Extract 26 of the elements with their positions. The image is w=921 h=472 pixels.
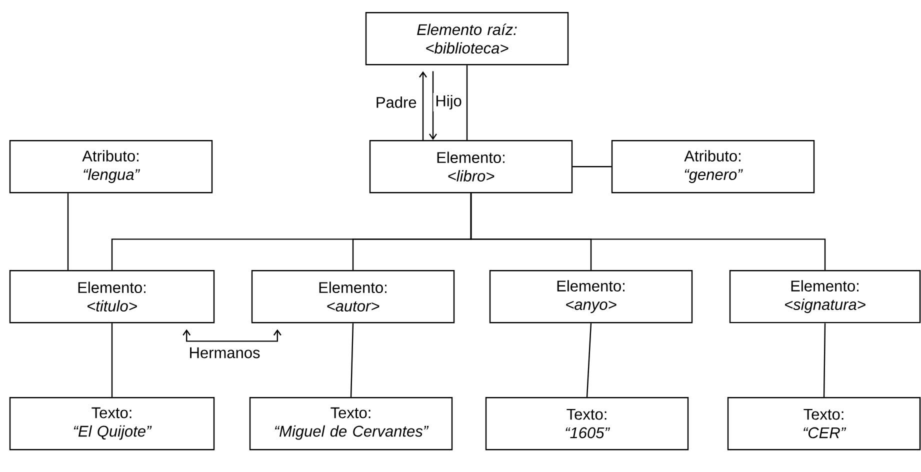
- connector-line: [466, 65, 468, 140]
- text-box: Elemento: <signatura>: [729, 270, 921, 324]
- text-box: Elemento raíz: <biblioteca>: [365, 12, 569, 66]
- text-box: Texto: “1605”: [485, 397, 689, 450]
- connector-line: [67, 193, 69, 270]
- text-box: Elemento: <titulo>: [9, 270, 215, 324]
- text-box: Elemento: <autor>: [251, 270, 455, 324]
- text-box: Elemento: <libro>: [369, 140, 573, 194]
- edge-label: Hijo: [433, 92, 464, 112]
- text-box: Elemento: <anyo>: [489, 270, 693, 324]
- arrow: [419, 71, 427, 140]
- connector-line: [470, 193, 826, 270]
- edge-label: Hermanos: [186, 345, 262, 360]
- edge-label: Padre: [373, 94, 419, 110]
- text-box: Texto: “El Quijote”: [9, 397, 215, 450]
- connector-line: [823, 323, 826, 398]
- arrow: [182, 329, 282, 342]
- arrow: [429, 71, 437, 140]
- text-box: Atributo: “genero”: [611, 140, 815, 194]
- connector-line: [586, 323, 592, 398]
- text-box: Texto: “Miguel de Cervantes”: [249, 397, 453, 450]
- connector-line: [111, 323, 113, 397]
- connector-line: [350, 323, 354, 398]
- connector-line: [572, 166, 612, 168]
- text-box: Atributo: “lengua”: [9, 140, 213, 194]
- text-box: Texto: “CER”: [727, 397, 921, 450]
